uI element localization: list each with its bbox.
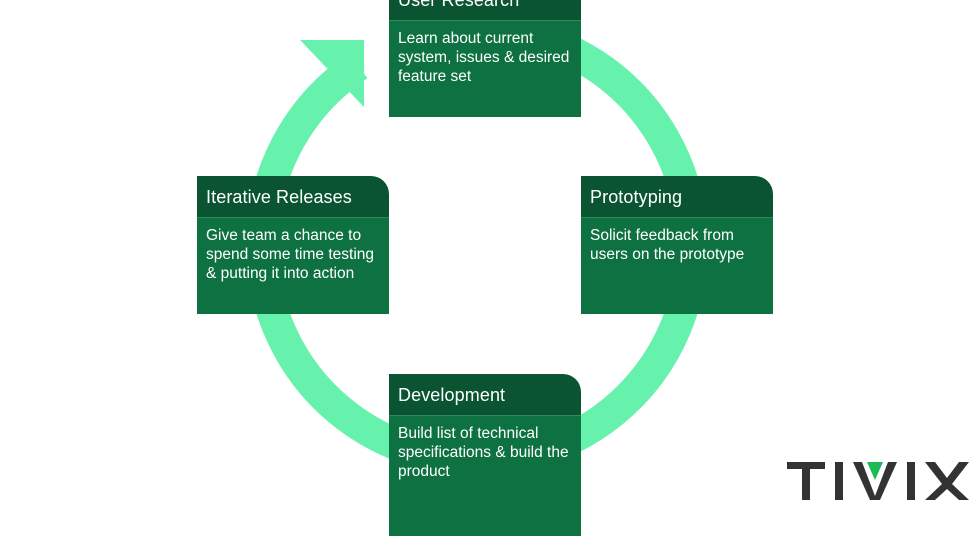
step-card-development: Development Build list of technical spec…	[389, 374, 581, 536]
logo-letter-i	[835, 462, 843, 500]
step-description: Learn about current system, issues & des…	[389, 21, 581, 117]
tivix-logo	[787, 462, 969, 500]
logo-accent-triangle	[867, 462, 883, 480]
logo-letter-i2	[907, 462, 915, 500]
step-description: Solicit feedback from users on the proto…	[581, 218, 773, 314]
step-card-prototyping: Prototyping Solicit feedback from users …	[581, 176, 773, 314]
step-description: Give team a chance to spend some time te…	[197, 218, 389, 314]
step-card-iterative-releases: Iterative Releases Give team a chance to…	[197, 176, 389, 314]
arrow-head-icon	[300, 40, 364, 107]
logo-letter-v	[853, 462, 897, 500]
logo-letter-x	[925, 462, 969, 500]
logo-letter-t-stem	[802, 462, 810, 500]
step-title: Development	[389, 374, 581, 416]
step-title: Prototyping	[581, 176, 773, 218]
step-card-user-research: User Research Learn about current system…	[389, 0, 581, 117]
step-title: Iterative Releases	[197, 176, 389, 218]
step-description: Build list of technical specifications &…	[389, 416, 581, 536]
step-title: User Research	[389, 0, 581, 21]
